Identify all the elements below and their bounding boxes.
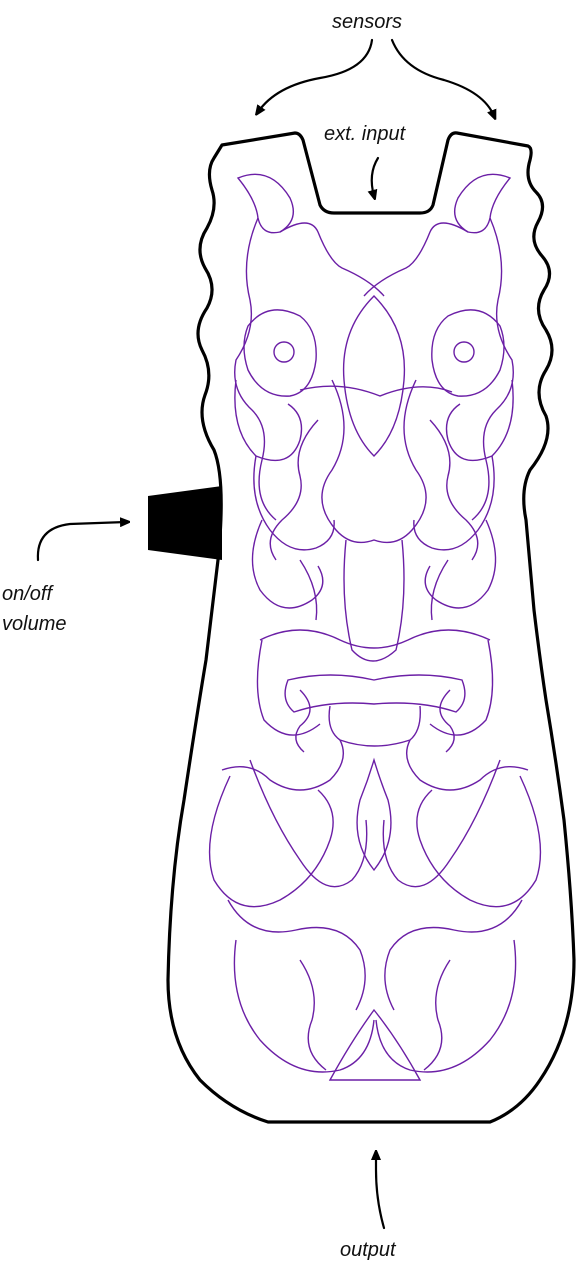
output-arrow [376,1154,384,1228]
instrument-body-outline [168,133,574,1122]
sensors-arrow-left [258,40,372,112]
volume-arrow [38,522,126,560]
ext-input-arrow [372,158,378,196]
volume-knob[interactable] [148,486,222,560]
sensors-label: sensors [332,11,402,33]
volume-label: volume [2,613,66,635]
on-off-label: on/off [2,583,54,605]
sensors-arrow-right [392,40,494,116]
output-label: output [340,1239,397,1261]
ext-input-label: ext. input [324,123,407,145]
